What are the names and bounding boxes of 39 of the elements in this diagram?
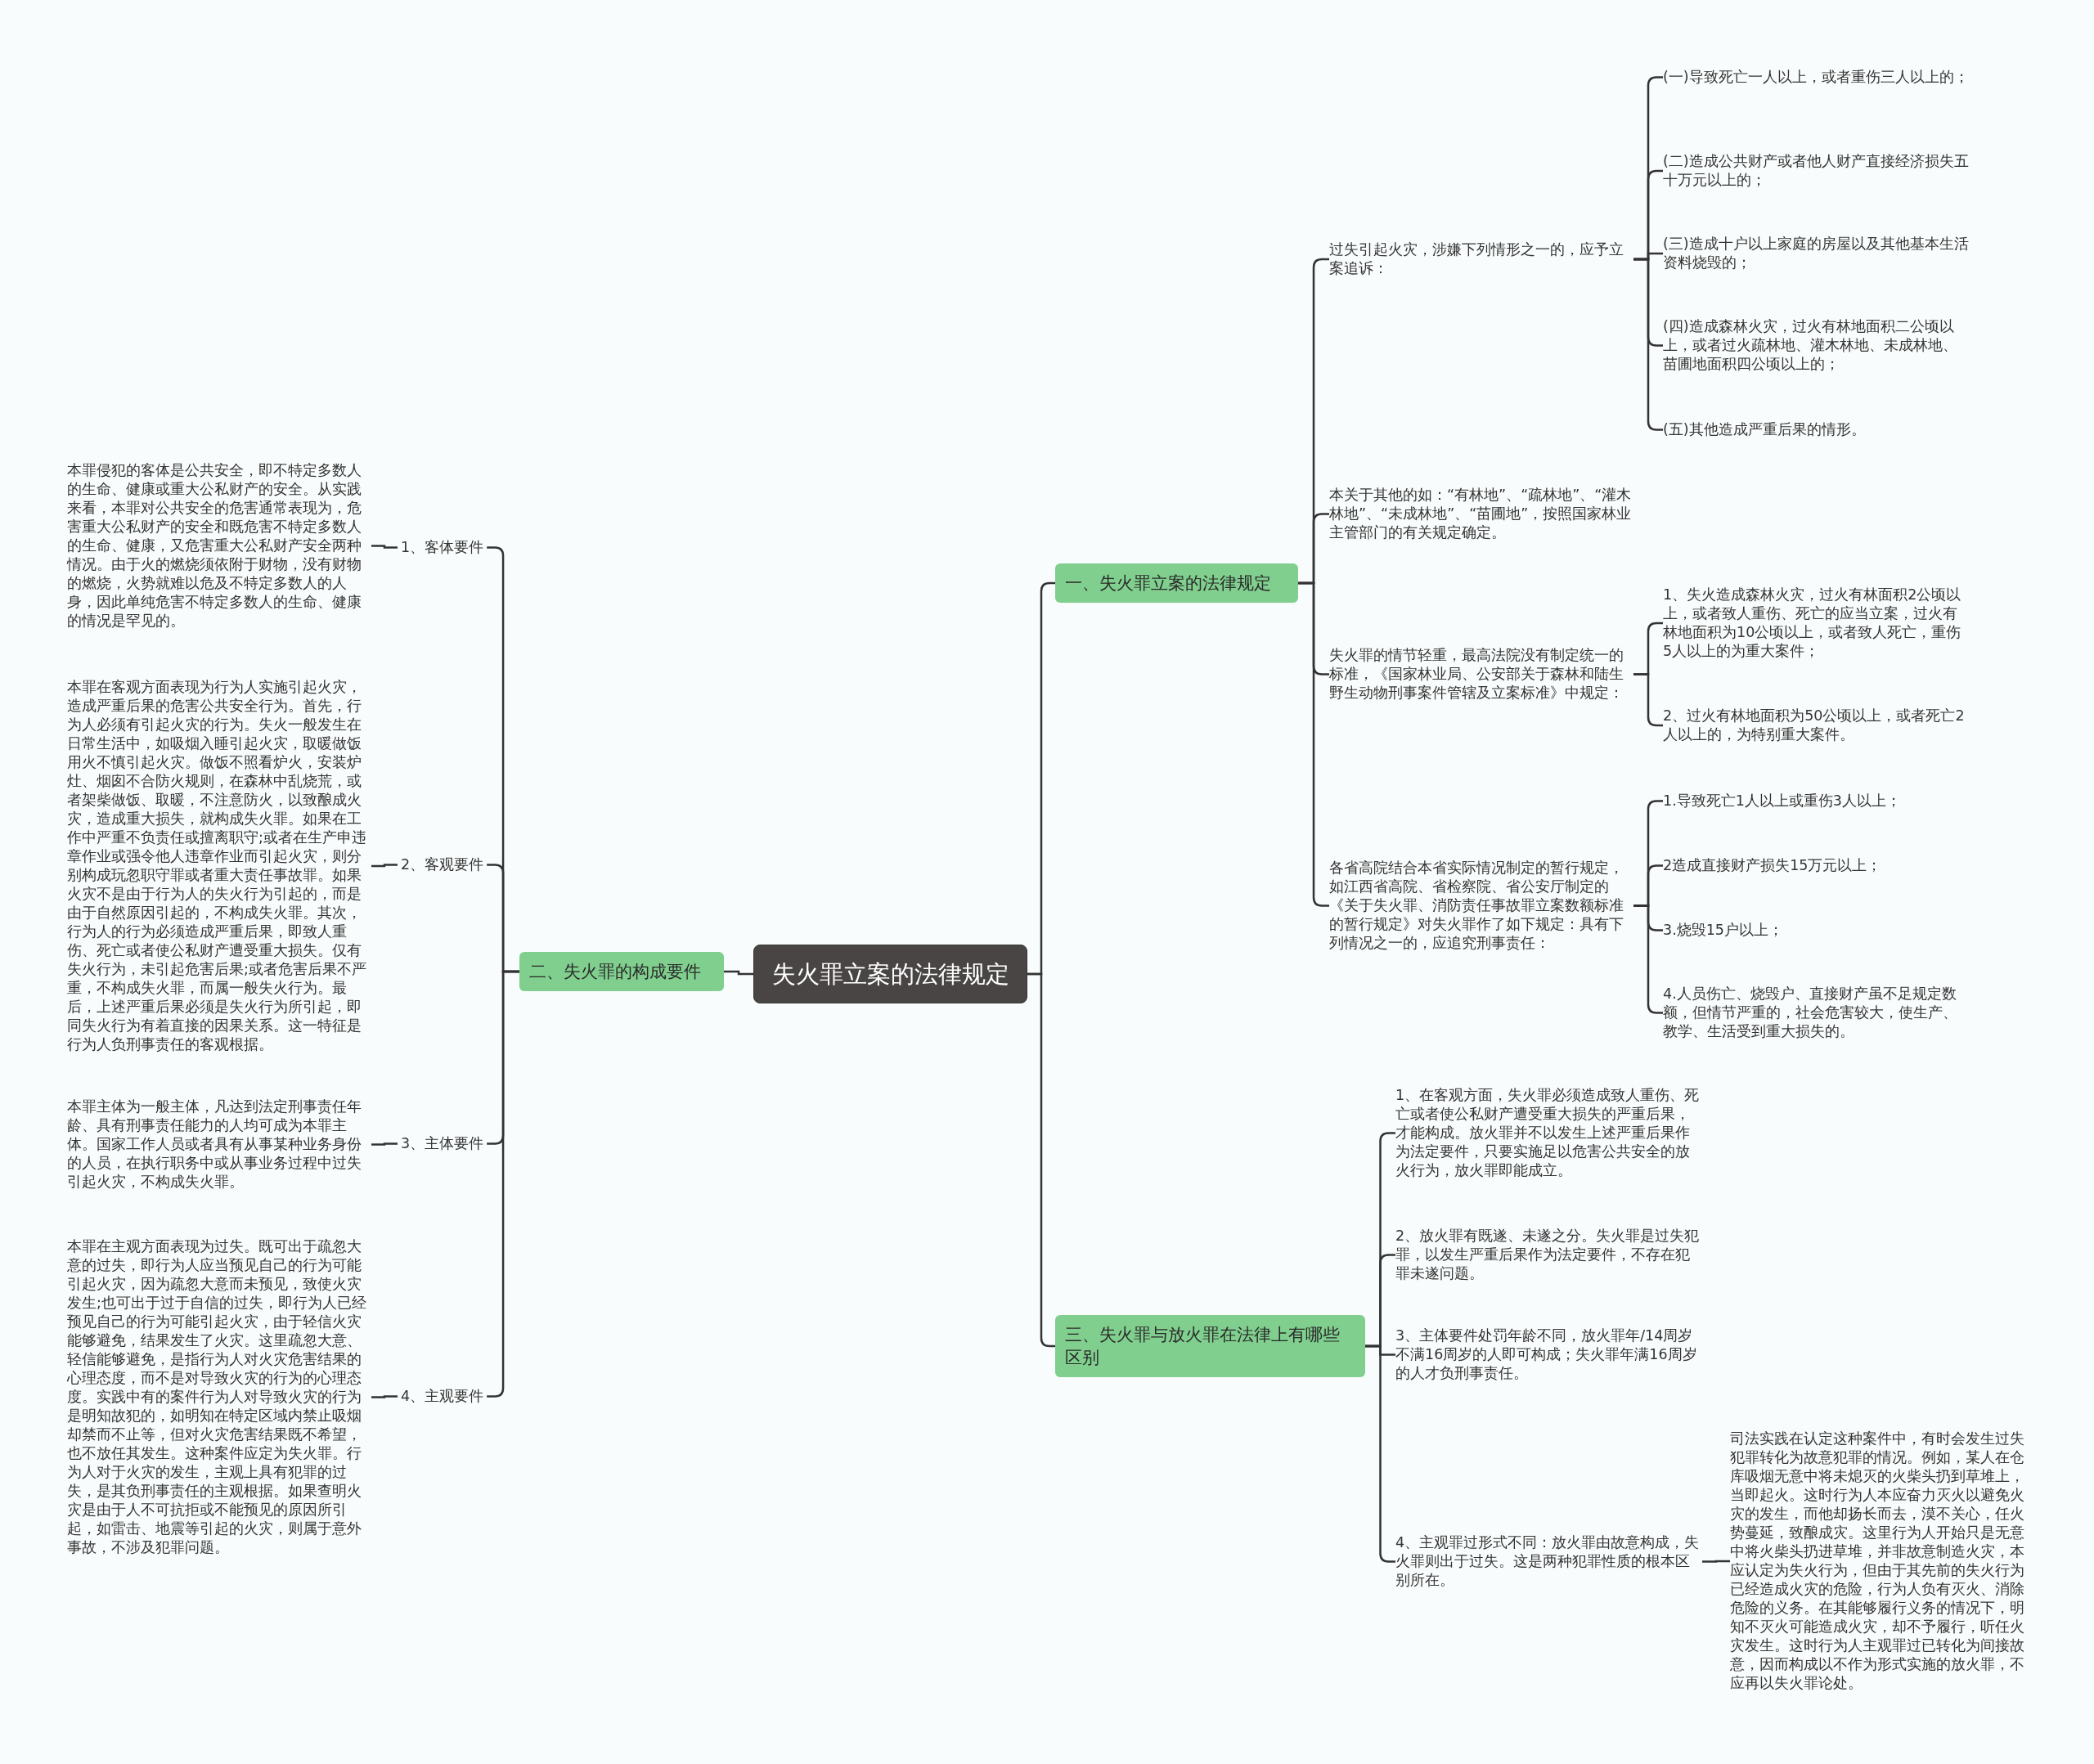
subtopic-label: 1、客体要件 (398, 538, 488, 557)
connector-line (724, 970, 753, 976)
topic-text: (二)造成公共财产或者他人财产直接经济损失五十万元以上的； (1663, 152, 1970, 190)
topic-text: (四)造成森林火灾，过火有林地面积二公顷以上，或者过火疏林地、灌木林地、未成林地、苗圃地面积四公顷以上的； (1663, 317, 1970, 374)
topic-text: 4.人员伤亡、烧毁户、直接财产虽不足规定数额，但情节严重的，社会危害较大，使生产、教学、生活受到重大损失的。 (1663, 985, 1970, 1041)
topic-text: 各省高院结合本省实际情况制定的暂行规定，如江西省高院、省检察院、省公安厅制定的《关于失火罪、消防责任事故罪立案数额标准的暂行规定》对失火罪作了如下规定：具有下列情况之一的，应追究刑事责任： (1329, 859, 1633, 953)
topic-text: 本关于其他的如：“有林地”、“疏林地”、“灌木林地”、“未成林地”、“苗圃地”，按照国家林业主管部门的有关规定确定。 (1329, 486, 1633, 542)
topic-text: 失火罪的情节轻重，最高法院没有制定统一的标准，《国家林业局、公安部关于森林和陆生野生动物刑事案件管辖及立案标准》中规定： (1329, 646, 1633, 702)
subtopic-label: 2、客观要件 (398, 855, 488, 874)
branch-topic-box: 二、失火罪的构成要件 (519, 952, 724, 991)
topic-text: 本罪在客观方面表现为行为人实施引起火灾，造成严重后果的危害公共安全行为。首先，行为人必须有引起火灾的行为。失火一般发生在日常生活中，如吸烟入睡引起火灾，取暖做饭用火不慎引起火灾。做饭不照看炉火，安装炉灶、烟囱不合防火规则，在森林中乱烧荒，或者架柴做饭、取暖，不注意防火，以致酿成火灾，造成重大损失，就构成失火罪。如果在工作中严重不负责任或擅离职守;或者在生产申违章作业或强令他人违章作业而引起火灾，则分别构成玩忽职守罪或者重大责任事故罪。如果火灾不是由于行为人的失火行为引起的，而是由于自然原因引起的，不构成失火罪。其次，行为人的行为必须造成严重后果，即致人重伤、死亡或者使公私财产遭受重大损失。仅有失火行为，未引起危害后果;或者危害后果不严重，不构成失火罪，而属一般失火行为。最后，上述严重后果必须是失火行为所引起，即同失火行为有着直接的因果关系。这一特征是行为人负刑事责任的客观根据。 (67, 678, 371, 1054)
topic-text: 司法实践在认定这种案件中，有时会发生过失犯罪转化为故意犯罪的情况。例如，某人在仓库吸烟无意中将未熄灭的火柴头扔到草堆上，当即起火。这时行为人本应奋力灭火以避免火灾的发生，而他却扬长而去，漠不关心，任火势蔓延，致酿成灾。这里行为人开始只是无意中将火柴头扔进草堆，并非故意制造火灾，本应认定为失火行为，但由于其先前的失火行为已经造成火灾的危险，行为人负有灭火、消除危险的义务。在其能够履行义务的情况下，明知不灭火可能造成火灾，却不予履行，听任火灾发生。这时行为人主观罪过已转化为间接故意，因而构成以不作为形式实施的放火罪，不应再以失火罪论处。 (1730, 1430, 2037, 1693)
connector-line (1702, 1560, 1730, 1563)
topic-text: 2造成直接财产损失15万元以上； (1663, 856, 1970, 875)
connector-line (371, 1142, 398, 1146)
topic-text: 过失引起火灾，涉嫌下列情形之一的，应予立案追诉： (1329, 240, 1633, 278)
subtopic-label: 4、主观要件 (398, 1387, 488, 1406)
topic-text: (五)其他造成严重后果的情形。 (1663, 420, 1970, 439)
topic-text: (三)造成十户以上家庭的房屋以及其他基本生活资料烧毁的； (1663, 235, 1970, 272)
central-topic-box: 失火罪立案的法律规定 (753, 945, 1027, 1003)
branch-topic-box: 三、失火罪与放火罪在法律上有哪些区别 (1055, 1315, 1365, 1377)
topic-text: 本罪主体为一般主体，凡达到法定刑事责任年龄、具有刑事责任能力的人均可成为本罪主体。国家工作人员或者具有从事某种业务身份的人员，在执行职务中或从事业务过程中过失引起火灾，不构成失火罪。 (67, 1097, 371, 1192)
topic-text: 3.烧毁15户以上； (1663, 921, 1970, 940)
topic-text: 1、失火造成森林火灾，过火有林面积2公顷以上，或者致人重伤、死亡的应当立案，过火有林地面积为10公顷以上，或者致人死亡，重伤5人以上的为重大案件； (1663, 586, 1970, 661)
topic-text: 1、在客观方面，失火罪必须造成致人重伤、死亡或者使公私财产遭受重大损失的严重后果，才能构成。放火罪并不以发生上述严重后果作为法定要件，只要实施足以危害公共安全的放火行为，放火罪即能成立。 (1395, 1086, 1702, 1180)
connector-line (371, 1395, 398, 1398)
topic-text: 4、主观罪过形式不同：放火罪由故意构成，失火罪则出于过失。这是两种犯罪性质的根本区别所在。 (1395, 1533, 1702, 1590)
topic-text: 2、过火有林地面积为50公顷以上，或者死亡2人以上的，为特别重大案件。 (1663, 707, 1970, 744)
connector-line (371, 545, 398, 549)
branch-topic-box: 一、失火罪立案的法律规定 (1055, 563, 1298, 603)
subtopic-label: 3、主体要件 (398, 1134, 488, 1153)
topic-text: 本罪在主观方面表现为过失。既可出于疏忽大意的过失，即行为人应当预见自己的行为可能引起火灾，因为疏忽大意而未预见，致使火灾发生;也可出于过于自信的过失，即行为人已经预见自己的行为可能引起火灾，由于轻信火灾能够避免，结果发生了火灾。这里疏忽大意、轻信能够避免，是指行为人对火灾危害结果的心理态度，而不是对导致火灾的行为的心理态度。实践中有的案件行为人对导致火灾的行为是明知故犯的，如明知在特定区域内禁止吸烟却禁而不止等，但对火灾危害结果既不希望，也不放任其发生。这种案件应定为失火罪。行为人对于火灾的发生，主观上具有犯罪的过失，是其负刑事责任的主观根据。如果查明火灾是由于人不可抗拒或不能预见的原因所引起，如雷击、地震等引起的火灾，则属于意外事故，不涉及犯罪问题。 (67, 1237, 371, 1557)
connector-line (371, 864, 398, 868)
topic-text: 2、放火罪有既遂、未遂之分。失火罪是过失犯罪，以发生严重后果作为法定要件，不存在犯罪未遂问题。 (1395, 1227, 1702, 1283)
topic-text: (一)导致死亡一人以上，或者重伤三人以上的； (1663, 68, 1970, 87)
topic-text: 本罪侵犯的客体是公共安全，即不特定多数人的生命、健康或重大公私财产的安全。从实践来看，本罪对公共安全的危害通常表现为，危害重大公私财产的安全和既危害不特定多数人的生命、健康，又危害重大公私财产安全两种情况。由于火的燃烧须依附于财物，没有财物的燃烧，火势就难以危及不特定多数人的人身，因此单纯危害不特定多数人的生命、健康的情况是罕见的。 (67, 461, 371, 631)
topic-text: 3、主体要件处罚年龄不同，放火罪年/14周岁不满16周岁的人即可构成；失火罪年满16周岁的人才负刑事责任。 (1395, 1326, 1702, 1383)
topic-text: 1.导致死亡1人以上或重伤3人以上； (1663, 792, 1970, 810)
connector-line (1027, 972, 1055, 1348)
